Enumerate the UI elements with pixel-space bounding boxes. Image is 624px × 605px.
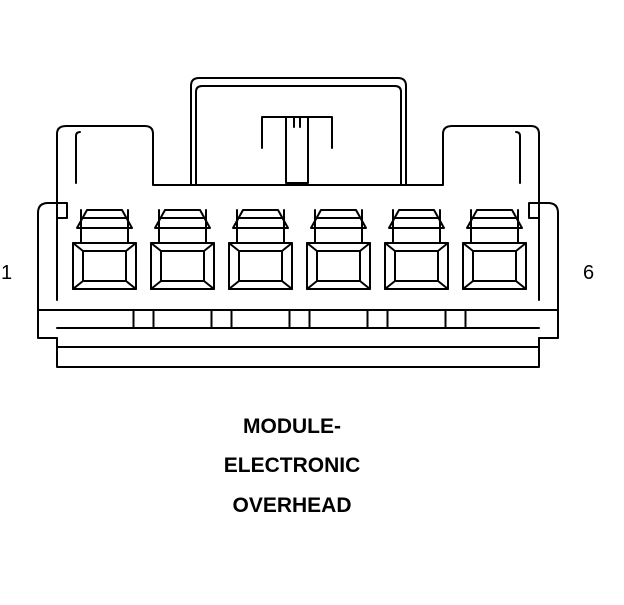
pin-last-label: 6 — [583, 262, 595, 284]
lock-tab — [190, 77, 407, 186]
pin-cavity-3 — [228, 209, 293, 290]
pin-cavity-4 — [306, 209, 371, 290]
key-notch-1 — [132, 309, 155, 329]
cavity-bevel — [462, 242, 527, 290]
key-notches — [132, 309, 467, 329]
cavity-outer — [150, 242, 215, 290]
pin-cavity-1 — [72, 209, 137, 290]
latch — [261, 116, 333, 184]
cavity-inner — [472, 250, 517, 282]
terminal-latch-legs — [236, 209, 285, 244]
housing-upper-inner-right — [515, 131, 521, 184]
caption-line-1: MODULE- — [243, 415, 341, 438]
housing-upper — [56, 125, 540, 301]
terminal-latch-legs — [392, 209, 441, 244]
cavity-outer — [228, 242, 293, 290]
cavity-inner — [394, 250, 439, 282]
key-notch-4 — [366, 309, 389, 329]
pin-cavities — [72, 209, 527, 290]
key-notch-3 — [288, 309, 311, 329]
lock-tab-inner — [195, 85, 402, 186]
right-ear — [538, 202, 559, 339]
cavity-outer — [384, 242, 449, 290]
cavity-bevel — [72, 242, 137, 290]
terminal-latch-legs — [470, 209, 519, 244]
cavity-inner — [316, 250, 361, 282]
left-ear — [37, 202, 58, 339]
pin-cavity-6 — [462, 209, 527, 290]
housing-upper-inner — [75, 131, 81, 184]
cavity-outer — [462, 242, 527, 290]
cavity-inner — [82, 250, 127, 282]
key-notch-5 — [444, 309, 467, 329]
terminal-latch-legs — [314, 209, 363, 244]
terminal-latch-legs — [158, 209, 207, 244]
pin-cavity-2 — [150, 209, 215, 290]
pin-cavity-5 — [384, 209, 449, 290]
left-ear-notch — [56, 202, 68, 219]
terminal-latch-legs — [80, 209, 129, 244]
base-plate — [56, 337, 540, 368]
cavity-bevel — [150, 242, 215, 290]
cavity-outer — [306, 242, 371, 290]
cavity-inner — [160, 250, 205, 282]
cavity-bevel — [384, 242, 449, 290]
cavity-outer — [72, 242, 137, 290]
cavity-bevel — [306, 242, 371, 290]
caption-line-2: ELECTRONIC — [223, 454, 361, 477]
key-notch-2 — [210, 309, 233, 329]
caption-line-3: OVERHEAD — [232, 494, 352, 517]
cavity-bevel — [228, 242, 293, 290]
pin-first-label: 1 — [1, 262, 13, 284]
right-ear-notch — [528, 202, 540, 219]
cavity-inner — [238, 250, 283, 282]
